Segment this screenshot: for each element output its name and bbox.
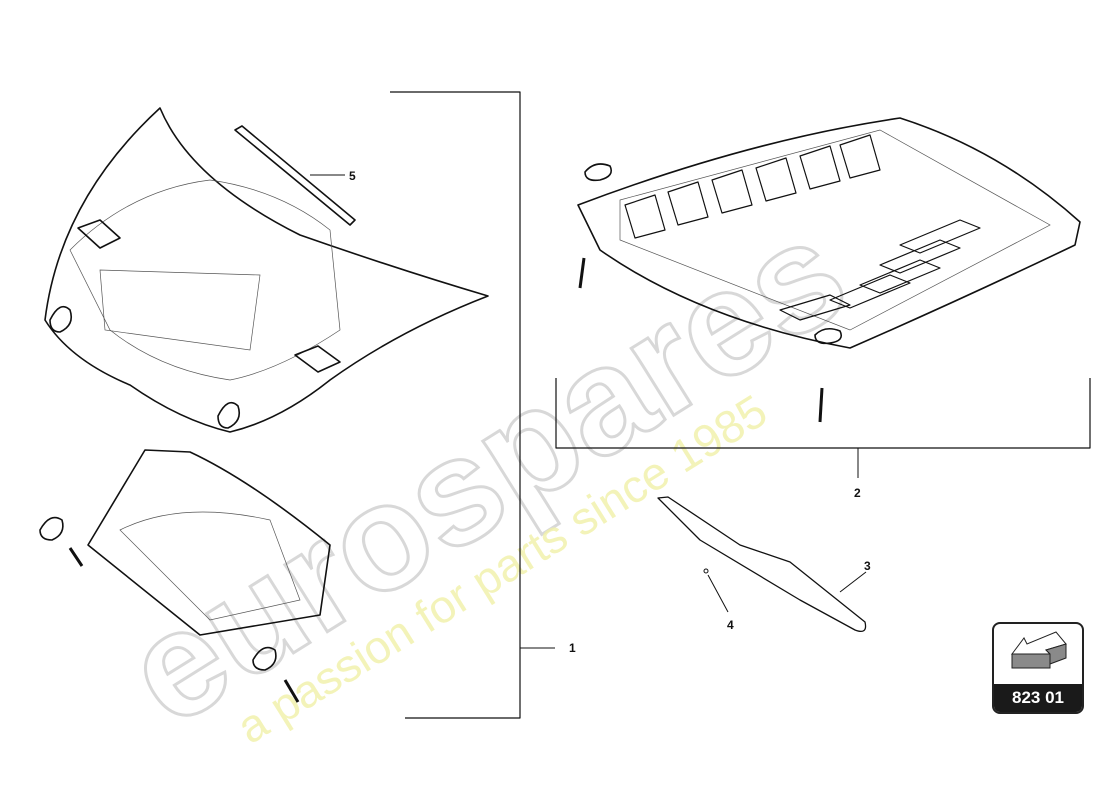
arrow-icon [1011, 631, 1067, 669]
badge-code: 823 01 [994, 684, 1082, 712]
callout-2: 2 [854, 486, 861, 500]
watermark: eurospares a passion for parts since 198… [96, 185, 874, 759]
callout-3: 3 [864, 559, 871, 573]
hood-front-outer [44, 107, 489, 433]
hood-front-inner [39, 449, 331, 703]
seal-strip [234, 125, 356, 226]
callout-4: 4 [727, 618, 734, 632]
callout-1: 1 [569, 641, 576, 655]
bracket-1 [390, 91, 521, 719]
insulation-mat [657, 496, 867, 633]
engine-cover [577, 117, 1081, 423]
clip [703, 568, 709, 574]
bracket-2 [555, 378, 1091, 449]
watermark-brand: eurospares [98, 186, 873, 757]
diagram-badge: 823 01 [992, 622, 1084, 714]
callout-5: 5 [349, 169, 356, 183]
